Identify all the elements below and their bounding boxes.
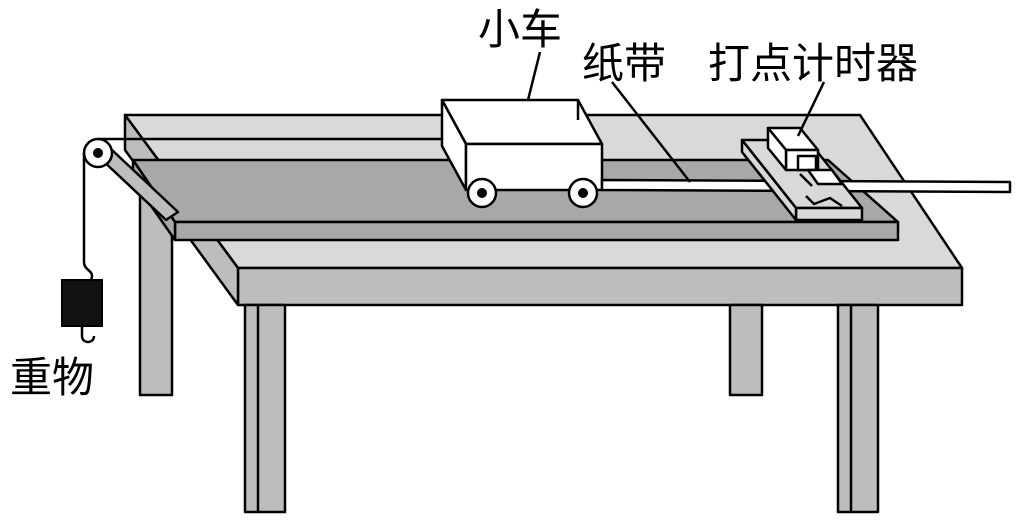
leader-paper-tape: [611, 81, 691, 183]
label-paper-tape: 纸带: [582, 39, 666, 88]
leader-timer: [796, 81, 826, 137]
label-cart: 小车: [478, 5, 562, 54]
timer: [740, 126, 864, 222]
pulley-axle: [93, 148, 103, 158]
label-weight: 重物: [10, 353, 94, 402]
timer-clip: [806, 168, 844, 186]
timer-vibrator: [796, 154, 818, 172]
table-leg-front-left: [243, 303, 287, 514]
hanging-weight: [61, 279, 103, 327]
table-leg-back-right: [728, 303, 764, 397]
pulley-assembly: [61, 137, 442, 344]
label-timer: 打点计时器: [708, 39, 918, 88]
table-leg-front-right: [836, 303, 880, 514]
timer-body-side: [766, 126, 788, 172]
cart: [440, 98, 604, 209]
table-front-edge: [236, 266, 964, 307]
timer-base-front: [794, 206, 864, 222]
weight-hook-bottom: [80, 326, 96, 344]
timer-base-side: [740, 138, 798, 222]
leader-lines: [526, 51, 826, 183]
board-front: [173, 220, 900, 242]
leader-cart: [526, 51, 542, 101]
